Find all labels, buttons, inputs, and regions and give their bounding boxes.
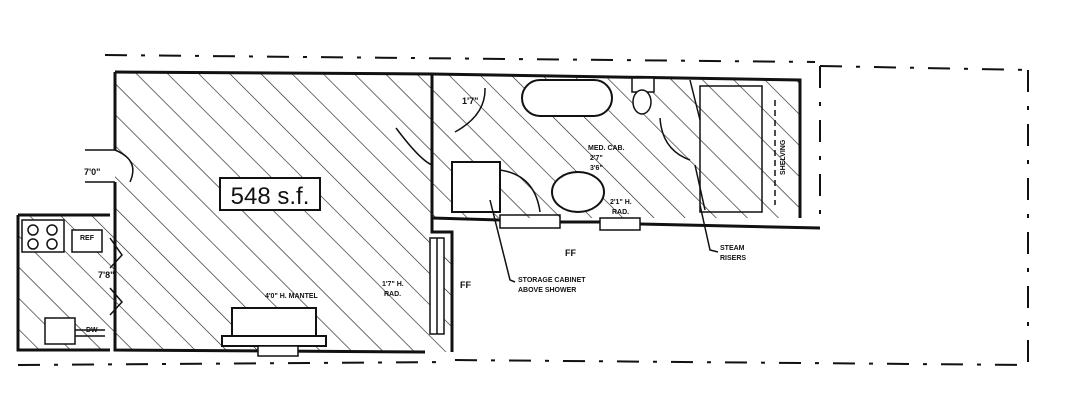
label-mantel: 4'0" H. MANTEL	[265, 293, 319, 300]
label-steam-1: STEAM	[720, 245, 745, 252]
sink-basin-icon	[551, 171, 605, 213]
label-rad-main: RAD.	[384, 291, 401, 298]
label-door-7-0: 7'0"	[84, 167, 100, 177]
sink-icon	[44, 317, 76, 345]
label-rad-bath-dim: 2'1" H.	[610, 199, 632, 206]
area-box	[219, 177, 321, 211]
label-shelving: SHELVING	[780, 139, 787, 175]
label-closet-dim: 1'7"	[462, 96, 478, 106]
mark-1: FF	[565, 248, 576, 258]
shower-icon	[451, 161, 501, 213]
refrigerator-icon	[71, 229, 103, 253]
label-steam-2: RISERS	[720, 255, 746, 262]
fireplace-icon	[231, 307, 317, 337]
label-med-cab: MED. CAB.	[588, 145, 625, 152]
area-label: 548 s.f.	[231, 183, 310, 210]
door-swing	[395, 127, 433, 166]
label-dw: DW	[86, 327, 98, 334]
label-kitchen-dim: 7'8"	[98, 270, 114, 280]
label-med-cab-dim2: 3'6"	[590, 165, 603, 172]
label-rad-bath: RAD.	[612, 209, 629, 216]
label-med-cab-dim: 2'7"	[590, 155, 603, 162]
toilet-icon	[631, 77, 655, 115]
living-room	[113, 70, 454, 354]
bathroom	[431, 72, 821, 231]
label-storage-1: STORAGE CABINET	[518, 277, 586, 284]
mark-2: FF	[460, 280, 471, 290]
label-rad-main-dim: 1'7" H.	[382, 281, 404, 288]
bathtub-icon	[521, 79, 613, 117]
property-boundary	[17, 54, 1029, 366]
label-ref: REF	[80, 235, 95, 242]
label-storage-2: ABOVE SHOWER	[518, 287, 576, 294]
kitchen	[16, 213, 115, 352]
